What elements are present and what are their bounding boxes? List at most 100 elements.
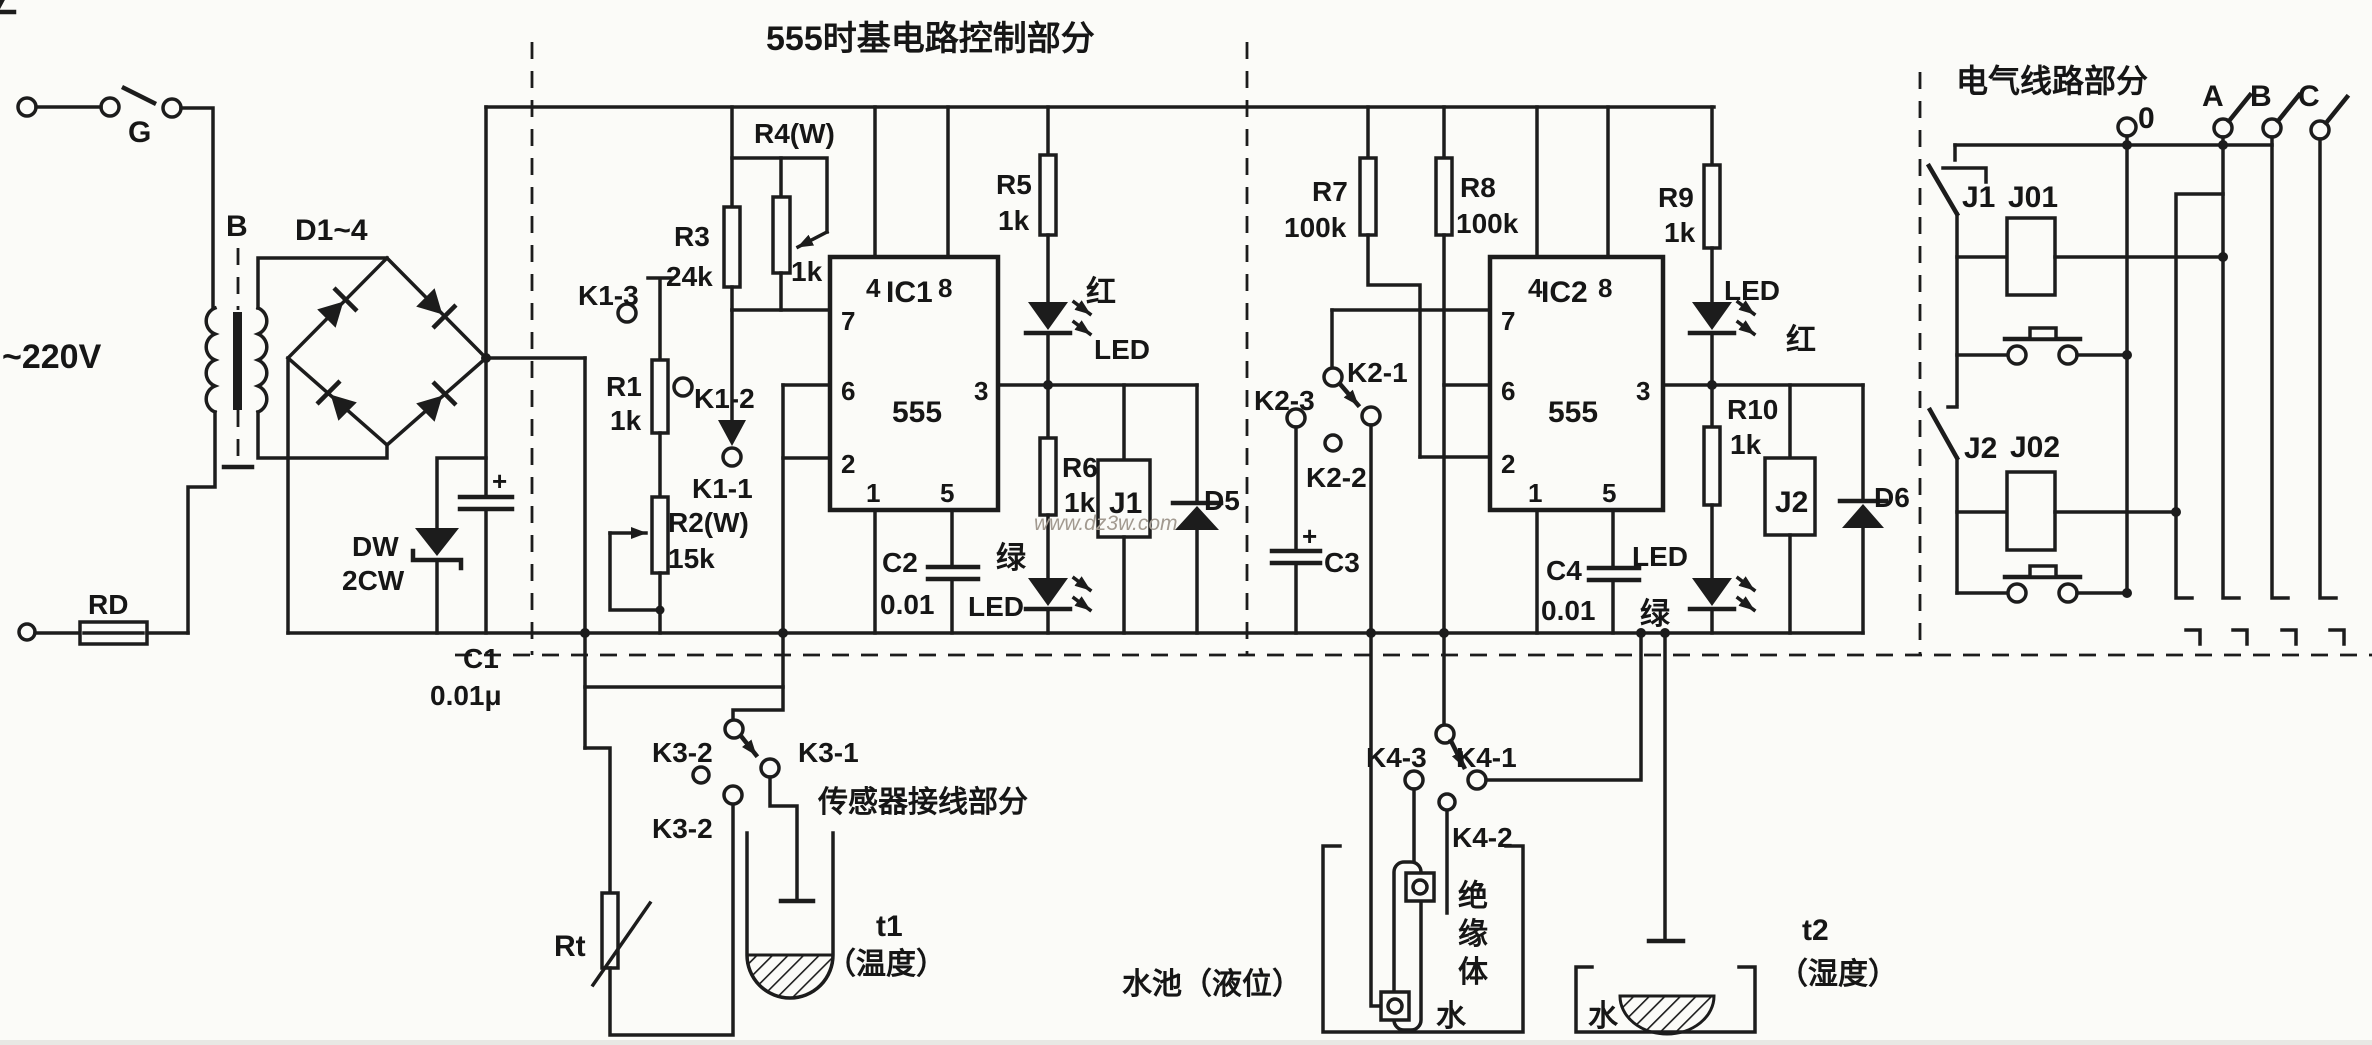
led-green-ic2-label: LED	[1632, 541, 1688, 572]
c4-value: 0.01	[1541, 595, 1596, 626]
bridge-label: D1~4	[295, 214, 368, 247]
ic2-pin4: 4	[1528, 273, 1543, 303]
r4-label: R4(W)	[754, 118, 835, 149]
thermistor-rt	[600, 891, 620, 970]
contact-k3-mid	[691, 765, 711, 785]
resistor-r8	[1434, 156, 1454, 237]
j2-coil-label: J2	[1775, 486, 1808, 519]
ic1-name: IC1	[886, 276, 933, 309]
r6-label: R6	[1062, 452, 1098, 483]
ic2-model: 555	[1548, 396, 1598, 429]
transformer-label: B	[226, 210, 248, 243]
k1-2-label: K1-2	[694, 383, 755, 414]
switch-g-label: G	[128, 116, 151, 149]
mains-label: ~220V	[2, 338, 102, 376]
ic2-circuit: R7 100k R8 100k K2-1 K2-3 K2-2 + C3	[1254, 105, 1910, 635]
terminal-0-label: 0	[2138, 102, 2155, 135]
ic1-pin3: 3	[974, 376, 988, 406]
contact-k4-1	[1466, 769, 1488, 791]
water-label-cup: 水	[1588, 1000, 1619, 1033]
resistor-r1	[650, 358, 670, 435]
electrical-section-title: 电气线路部分	[1956, 63, 2148, 99]
contact-j1-blade	[1925, 162, 1961, 218]
contact-j1-label: J1	[1962, 181, 1995, 214]
r3-label: R3	[674, 221, 710, 252]
contact-k1-1-arrow	[718, 420, 746, 446]
c1-value: 0.01μ	[430, 680, 502, 711]
k2-2-label: K2-2	[1306, 462, 1367, 493]
resistor-r6	[1038, 436, 1058, 517]
terminal-0	[2116, 116, 2138, 138]
r4-value: 1k	[791, 256, 823, 287]
led-red-ic2	[1687, 299, 1757, 337]
terminal-a-label: A	[2202, 80, 2224, 113]
r7-value: 100k	[1284, 212, 1347, 243]
insulator-char: 绝	[1458, 879, 1488, 913]
switch-g-blade	[120, 84, 158, 107]
diode-d5: D5	[1170, 383, 1240, 635]
k3-arm	[737, 732, 760, 759]
resistor-r9	[1702, 163, 1722, 250]
r1-value: 1k	[610, 405, 642, 436]
led-red-ic2-label: LED	[1724, 275, 1780, 306]
r9-label: R9	[1658, 182, 1694, 213]
capacitor-c2: C2 0.01	[880, 508, 981, 635]
zener-dw: DW 2CW	[342, 456, 488, 635]
electrical-section: 电气线路部分 0 A B C J1 J2 J01	[1925, 63, 2351, 646]
contact-k2-arm-end	[1360, 405, 1382, 427]
d6-label: D6	[1874, 482, 1910, 513]
r9-value: 1k	[1664, 217, 1696, 248]
insulator-char: 缘	[1458, 918, 1488, 951]
ic1-pin5: 5	[940, 478, 954, 508]
r5-value: 1k	[998, 205, 1030, 236]
r3-value: 24k	[666, 261, 713, 292]
k1-3-label: K1-3	[578, 280, 639, 311]
water-label-pool: 水	[1436, 1000, 1467, 1033]
ic2-pin5: 5	[1602, 478, 1616, 508]
j02-label: J02	[2010, 431, 2060, 464]
led-red-ic1-color: 红	[1086, 276, 1116, 309]
k2-1-label: K2-1	[1347, 357, 1408, 388]
k4-2-label: K4-2	[1452, 822, 1513, 853]
pushbutton-j02	[1955, 564, 2132, 604]
ic1-pin1: 1	[866, 478, 880, 508]
zener-model: 2CW	[342, 565, 405, 596]
r1-label: R1	[606, 371, 642, 402]
k4-3-label: K4-3	[1366, 742, 1427, 773]
terminal-circle	[16, 96, 38, 118]
capacitor-c1: + C1 0.01μ	[430, 105, 515, 711]
j01-label: J01	[2008, 181, 2058, 214]
ic1-pin4: 4	[866, 273, 881, 303]
plus-sign: +	[1302, 521, 1317, 551]
ic2-pin7: 7	[1501, 306, 1515, 336]
transformer-b: B	[204, 210, 269, 470]
ic1-circuit: R4(W) 1k R3 24k K1-3 R1 1k K1-2 R2(W) 15…	[578, 105, 1240, 635]
terminal-circle	[99, 96, 121, 118]
led-green-ic1-label: LED	[968, 591, 1024, 622]
ic1-pin8: 8	[938, 273, 952, 303]
contact-k4-common	[1434, 723, 1456, 745]
contact-k4-2	[1437, 792, 1457, 812]
contact-k2-2	[1323, 433, 1343, 453]
contact-k1-3	[616, 302, 638, 324]
pushbutton-j01	[1955, 326, 2132, 366]
r8-label: R8	[1460, 172, 1496, 203]
led-red-ic1-label: LED	[1094, 334, 1150, 365]
led-red-ic2-color: 红	[1786, 324, 1816, 357]
relay-contactor-j01	[2005, 216, 2057, 297]
r8-value: 100k	[1456, 208, 1519, 239]
c2-label: C2	[882, 547, 918, 578]
relay-coil-j1	[1096, 458, 1152, 539]
relay-coil-j2	[1763, 456, 1817, 537]
k4-1-label: K4-1	[1456, 742, 1517, 773]
c1-label: C1	[463, 643, 499, 674]
watermark: www.dz3w.com	[1034, 512, 1178, 535]
rt-strike	[590, 900, 653, 988]
ic1-model: 555	[892, 396, 942, 429]
sensor-section: 传感器接线部分 Rt K3-2 K3-1 K3-2 t1 （温度）	[554, 628, 1898, 1037]
zener-label: DW	[352, 531, 399, 562]
section-boundaries	[455, 42, 2372, 657]
contact-k1-1	[721, 446, 743, 468]
plus-sign: +	[492, 466, 507, 496]
